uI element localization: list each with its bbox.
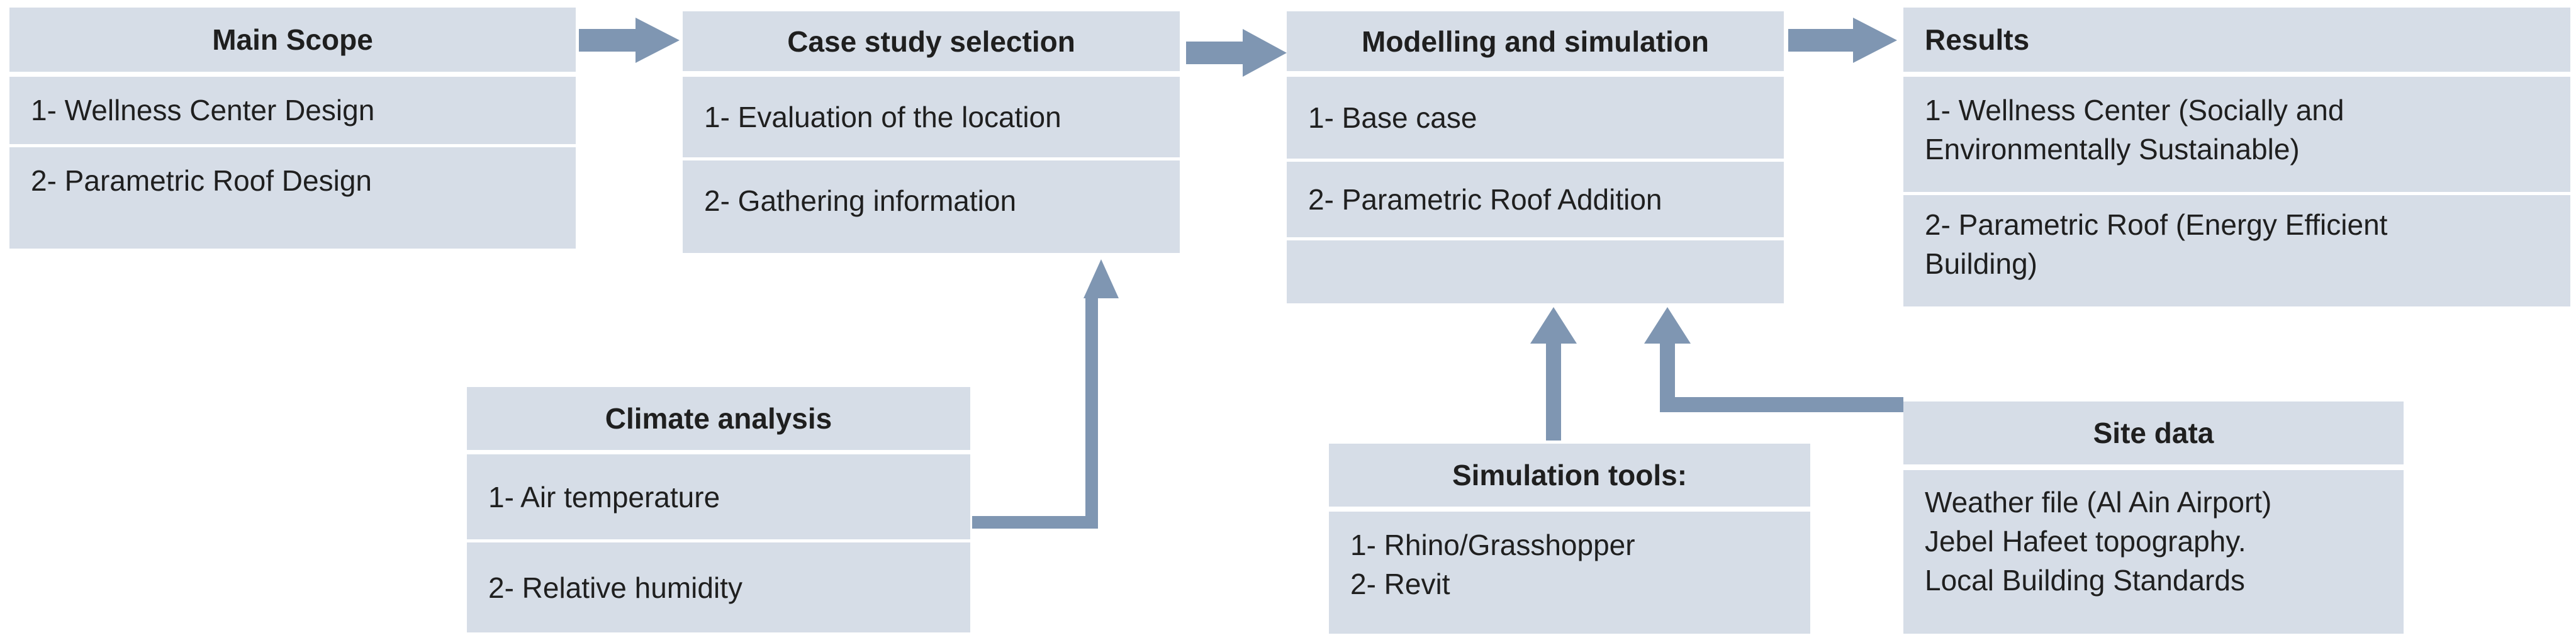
- sim-tools-item: 1- Rhino/Grasshopper 2- Revit: [1350, 529, 1635, 600]
- climate-title: Climate analysis: [605, 402, 832, 435]
- divider: [9, 144, 576, 147]
- sim-tools-header: Simulation tools:: [1329, 444, 1810, 507]
- case-study-title: Case study selection: [787, 25, 1075, 58]
- results-header: Results: [1903, 8, 2570, 72]
- climate-body: 1- Air temperature 2- Relative humidity: [467, 454, 970, 632]
- results-item: 1- Wellness Center (Socially and Environ…: [1925, 94, 2344, 166]
- case-study-item: 1- Evaluation of the location: [704, 101, 1061, 133]
- modelling-header: Modelling and simulation: [1287, 11, 1784, 71]
- divider: [1903, 192, 2570, 195]
- divider: [683, 157, 1180, 160]
- main-scope-item: 2- Parametric Roof Design: [31, 164, 372, 197]
- modelling-item: 2- Parametric Roof Addition: [1308, 183, 1662, 216]
- main-scope-body: 1- Wellness Center Design 2- Parametric …: [9, 77, 576, 249]
- climate-item: 1- Air temperature: [488, 480, 720, 514]
- sim-tools-body: 1- Rhino/Grasshopper 2- Revit: [1329, 512, 1810, 634]
- case-study-body: 1- Evaluation of the location 2- Gatheri…: [683, 77, 1180, 253]
- divider: [1287, 237, 1784, 240]
- arrow-modelling-to-results: [1788, 18, 1897, 63]
- divider: [467, 539, 970, 542]
- modelling-title: Modelling and simulation: [1362, 25, 1709, 58]
- main-scope-item: 1- Wellness Center Design: [31, 93, 375, 126]
- case-study-header: Case study selection: [683, 11, 1180, 71]
- site-data-title: Site data: [2093, 417, 2214, 449]
- site-data-item: Weather file (Al Ain Airport) Jebel Hafe…: [1925, 486, 2272, 597]
- results-body: 1- Wellness Center (Socially and Environ…: [1903, 77, 2570, 306]
- arrow-site-to-modelling: [1644, 307, 1903, 412]
- results-item: 2- Parametric Roof (Energy Efficient Bui…: [1925, 208, 2388, 280]
- site-data-header: Site data: [1903, 401, 2404, 464]
- arrow-main-to-case: [579, 18, 680, 63]
- arrow-case-to-modelling: [1186, 29, 1287, 77]
- arrow-climate-to-case: [972, 259, 1119, 529]
- modelling-item: 1- Base case: [1308, 101, 1477, 134]
- modelling-body: 1- Base case 2- Parametric Roof Addition: [1287, 77, 1784, 303]
- climate-header: Climate analysis: [467, 387, 970, 450]
- case-study-item: 2- Gathering information: [704, 184, 1017, 217]
- main-scope-header: Main Scope: [9, 8, 576, 72]
- climate-item: 2- Relative humidity: [488, 571, 742, 604]
- results-title: Results: [1925, 23, 2030, 56]
- main-scope-title: Main Scope: [212, 23, 373, 56]
- arrow-tools-to-modelling: [1530, 307, 1577, 441]
- sim-tools-title: Simulation tools:: [1452, 459, 1688, 491]
- divider: [1287, 159, 1784, 162]
- site-data-body: Weather file (Al Ain Airport) Jebel Hafe…: [1903, 470, 2404, 634]
